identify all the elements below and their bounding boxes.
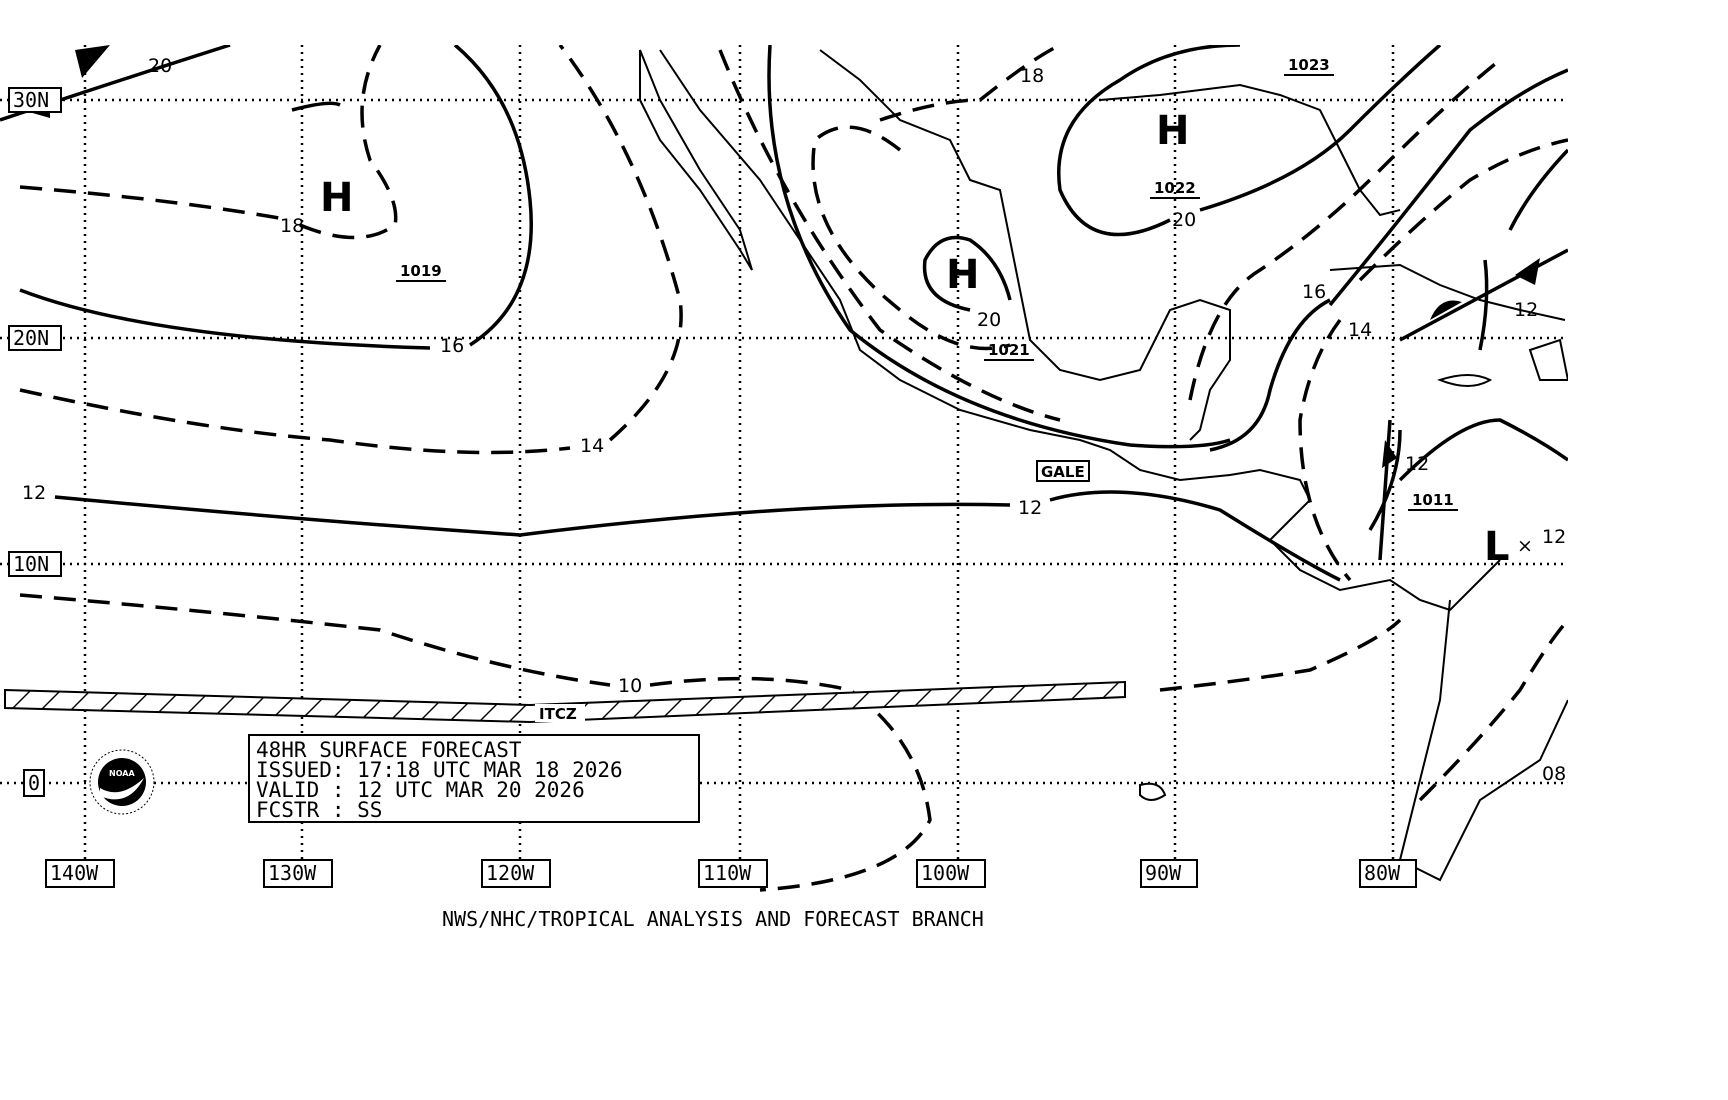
isobar-label: 10 — [618, 675, 642, 697]
isobar-label: 12 — [1514, 299, 1538, 321]
isobar-labels: 20 18 18 16 14 12 12 10 20 20 16 14 12 1… — [22, 55, 1566, 785]
forecast-issued: ISSUED: 17:18 UTC MAR 18 2026 — [256, 758, 623, 782]
isobar-label: 12 — [22, 482, 46, 504]
forecast-valid: VALID : 12 UTC MAR 20 2026 — [256, 778, 585, 802]
fronts — [22, 45, 1568, 561]
latitude-labels: 30N 20N 10N 0 — [8, 87, 62, 797]
isobars — [0, 45, 1568, 892]
pressure-values: 1019 1021 1022 1023 1011 — [396, 56, 1458, 511]
lat-label: 10N — [13, 552, 49, 576]
isobar-label: 12 — [1405, 453, 1429, 475]
isobar-label: 12 — [1542, 526, 1566, 548]
low-center-x-icon: × — [1517, 535, 1533, 557]
isobar-label: 12 — [1018, 497, 1042, 519]
pressure-value: 1011 — [1412, 491, 1454, 509]
lon-label: 100W — [921, 861, 970, 885]
isobar-label: 14 — [580, 435, 604, 457]
lat-label: 20N — [13, 326, 49, 350]
forecaster: FCSTR : SS — [256, 798, 382, 822]
isobar-label: 14 — [1348, 319, 1372, 341]
lon-label: 80W — [1364, 861, 1401, 885]
high-pressure-marker: H — [320, 175, 353, 221]
isobar-label: 16 — [440, 335, 464, 357]
pressure-systems: H H H L × — [320, 108, 1533, 570]
pressure-value: 1023 — [1288, 56, 1330, 74]
pressure-value: 1022 — [1154, 179, 1196, 197]
lat-label: 0 — [28, 771, 40, 795]
noaa-logo-text: NOAA — [109, 769, 135, 778]
lon-label: 140W — [50, 861, 99, 885]
isobar-label: 18 — [1020, 65, 1044, 87]
lon-label: 130W — [268, 861, 317, 885]
itcz-label: ITCZ — [539, 705, 577, 723]
lon-label: 90W — [1145, 861, 1182, 885]
isobar-label: 20 — [1172, 209, 1196, 231]
footer-credit: NWS/NHC/TROPICAL ANALYSIS AND FORECAST B… — [442, 907, 984, 931]
isobar-label: 16 — [1302, 281, 1326, 303]
high-pressure-marker: H — [1156, 108, 1189, 154]
forecast-info-box: 48HR SURFACE FORECAST ISSUED: 17:18 UTC … — [248, 734, 700, 823]
isobar-label: 20 — [977, 309, 1001, 331]
isobar-label: 18 — [280, 215, 304, 237]
longitude-labels: 140W 130W 120W 110W 100W 90W 80W — [45, 859, 1417, 888]
lat-lon-grid — [0, 45, 1568, 860]
lat-label: 30N — [13, 88, 49, 112]
low-pressure-marker: L — [1484, 524, 1510, 570]
forecast-title: 48HR SURFACE FORECAST — [256, 738, 522, 762]
itcz-band: ITCZ — [4, 680, 1126, 724]
high-pressure-marker: H — [946, 252, 979, 298]
isobar-label: 08 — [1542, 763, 1566, 785]
gale-warning-label: GALE — [1041, 463, 1085, 481]
pressure-value: 1021 — [988, 341, 1030, 359]
coastlines — [639, 49, 1568, 882]
lon-label: 120W — [486, 861, 535, 885]
isobar-label: 20 — [148, 55, 172, 77]
pressure-value: 1019 — [400, 262, 442, 280]
noaa-logo: NOAA — [89, 749, 155, 815]
gale-warning-box — [1036, 460, 1090, 482]
lon-label: 110W — [703, 861, 752, 885]
